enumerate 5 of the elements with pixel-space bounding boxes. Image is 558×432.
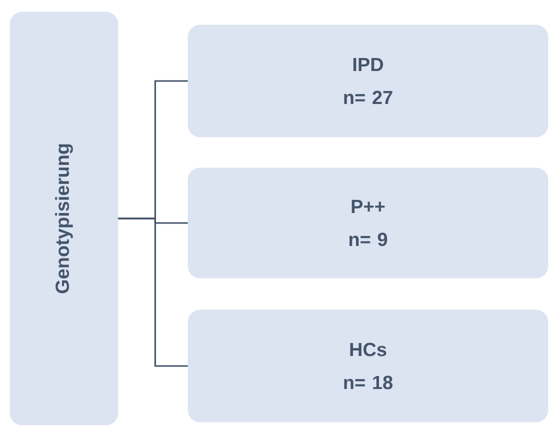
connector-line [118,218,188,367]
group-box: HCs n= 18 [188,310,548,422]
group-box: IPD n= 27 [188,24,548,138]
group-box: Genotypisierung [10,12,118,426]
group-box: P++ n= 9 [188,168,548,278]
